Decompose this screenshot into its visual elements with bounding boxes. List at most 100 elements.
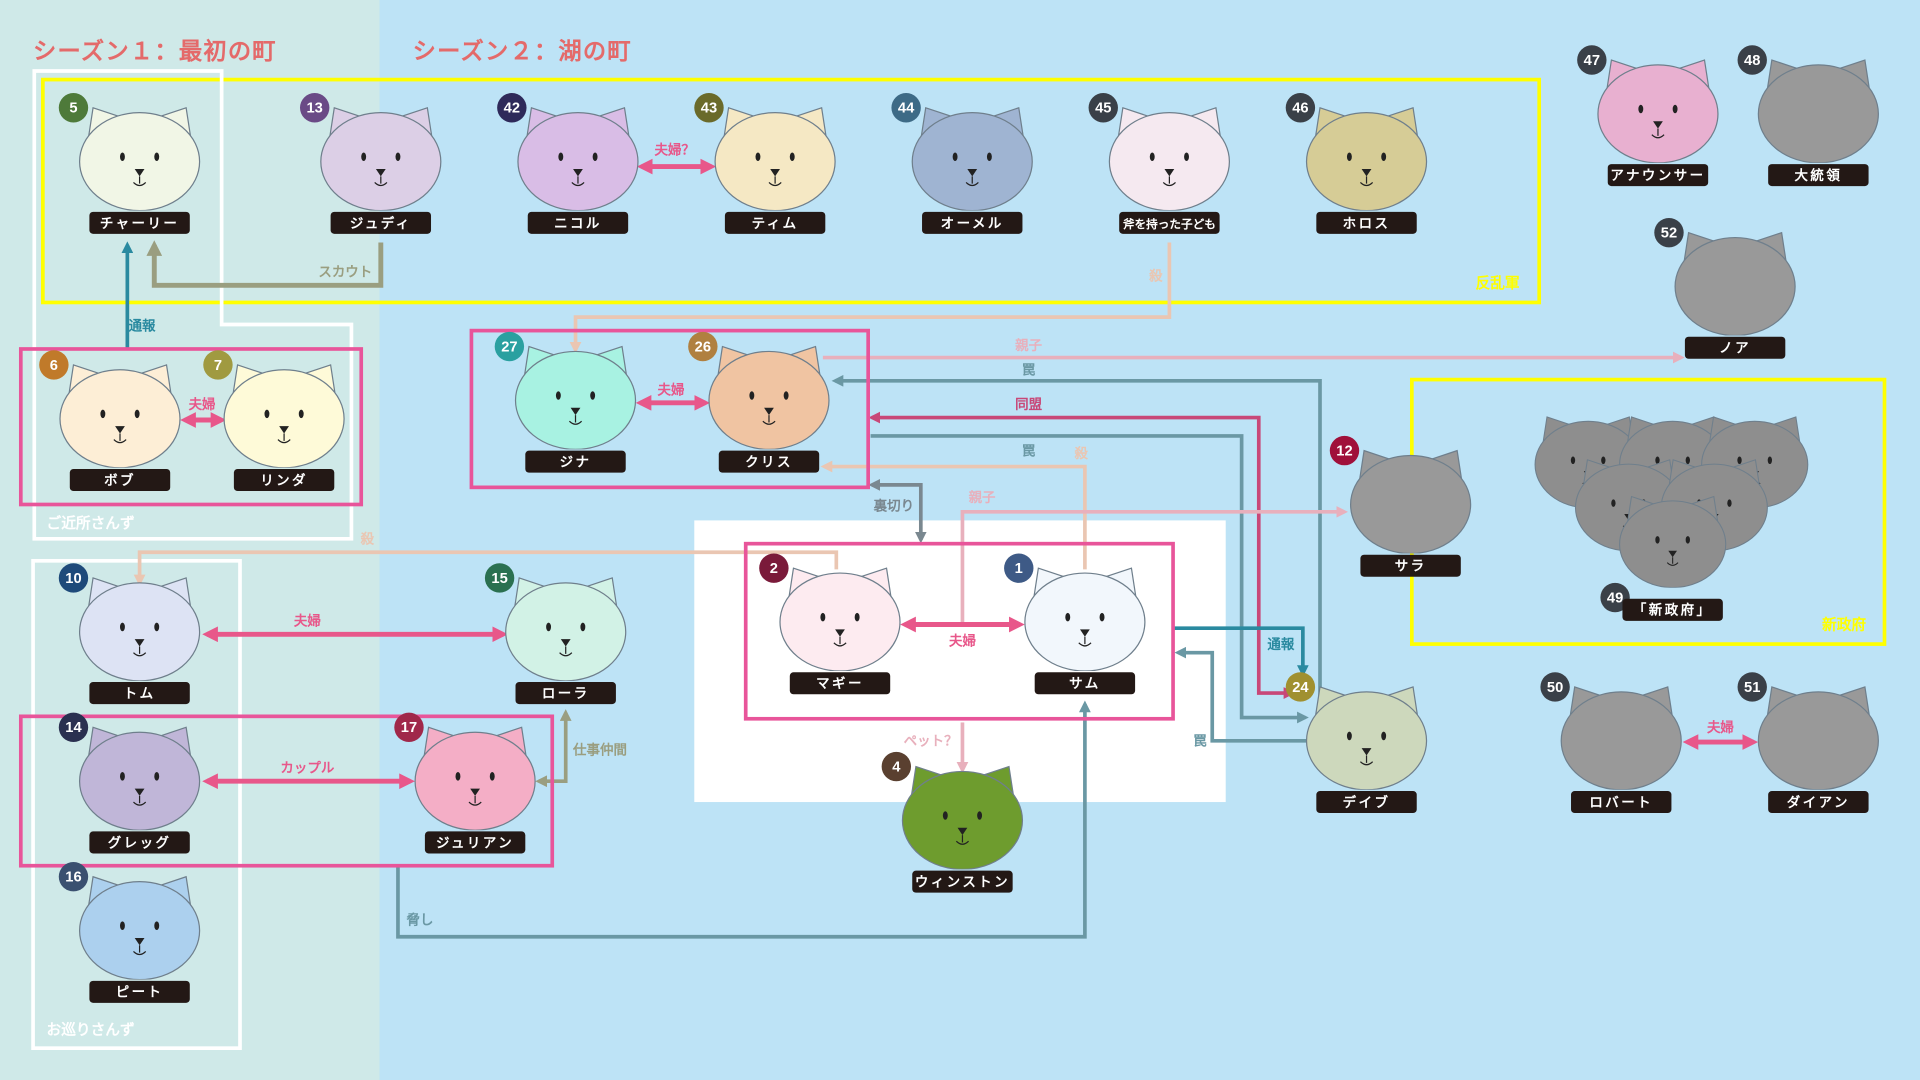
neighbors-label: ご近所さんず — [46, 514, 135, 532]
character-45[interactable]: 45 斧を持った子ども — [1088, 93, 1233, 247]
bob-linda-box — [18, 347, 364, 507]
name-label: 斧を持った子ども — [1119, 211, 1220, 234]
character-2[interactable]: 2 マギー — [759, 553, 903, 708]
relation-label: カップル — [280, 760, 335, 777]
number-badge: 27 — [494, 331, 525, 362]
relation-label: 夫婦 — [657, 382, 685, 398]
name-label: ホロス — [1316, 211, 1417, 234]
cat-face-icon — [1674, 231, 1796, 336]
character-12[interactable]: 12 サラ — [1329, 435, 1474, 590]
name-label: ティム — [724, 211, 826, 234]
relation-arrow — [146, 240, 384, 288]
name-label: ピート — [89, 980, 190, 1003]
cat-face-icon — [78, 106, 201, 211]
number-badge: 12 — [1329, 435, 1360, 466]
name-label: 「新政府」 — [1622, 598, 1723, 621]
greg-julian-box — [18, 714, 555, 868]
number-badge: 24 — [1285, 672, 1316, 702]
number-badge: 1 — [1004, 553, 1034, 583]
name-label: ウィンストン — [912, 870, 1013, 893]
cat-face-icon — [514, 345, 637, 450]
cat-face-icon — [708, 345, 830, 450]
relation-label: 罠 — [1193, 733, 1207, 750]
cat-face-icon — [78, 577, 201, 681]
relation-label: 親子 — [1015, 337, 1043, 354]
cat-face-icon — [1024, 567, 1146, 672]
name-label: チャーリー — [89, 211, 190, 234]
cat-face-icon — [901, 765, 1024, 870]
police-label: お巡りさんず — [46, 1021, 135, 1039]
cat-face-icon — [505, 577, 627, 681]
number-badge: 14 — [58, 712, 89, 743]
number-badge: 7 — [203, 350, 233, 380]
season1-title: シーズン１：最初の町 — [33, 37, 277, 65]
relation-arrow — [535, 709, 572, 788]
relation-label: 罠 — [1021, 443, 1036, 460]
character-14[interactable]: 14 グレッグ — [58, 712, 203, 867]
name-label: ジュリアン — [424, 831, 526, 854]
maggie-sam-box — [743, 541, 1175, 721]
cat-face-icon — [78, 726, 201, 831]
name-label: マギー — [789, 672, 891, 695]
character-4[interactable]: 4 ウィンストン — [881, 751, 1026, 906]
number-badge: 2 — [759, 553, 789, 583]
season2-title: シーズン２：湖の町 — [412, 37, 632, 65]
new-government-label: 新政府 — [1822, 615, 1867, 634]
cat-face-icon — [779, 567, 901, 672]
name-label: ローラ — [515, 682, 616, 705]
relation-label: 夫婦 — [188, 396, 216, 413]
relation-label: 夫婦 — [948, 633, 976, 649]
relation-label: 夫婦 — [293, 613, 321, 630]
relation-arrow — [960, 505, 1349, 625]
number-badge: 26 — [688, 331, 718, 362]
relation-arrow — [868, 479, 927, 544]
cat-face-icon — [59, 364, 181, 468]
name-label: 大統領 — [1768, 164, 1869, 187]
relation-label: 殺 — [1149, 268, 1163, 285]
character-17[interactable]: 17 ジュリアン — [394, 712, 538, 867]
number-badge: 49 — [1600, 582, 1630, 613]
number-badge: 45 — [1088, 93, 1118, 123]
relation-label: 通報 — [1267, 636, 1295, 653]
rebels-box — [41, 77, 1542, 305]
character-24[interactable]: 24 デイブ — [1285, 672, 1430, 827]
number-badge: 4 — [881, 751, 912, 782]
cat-face-icon — [223, 364, 345, 468]
name-label: デイブ — [1316, 791, 1417, 814]
number-badge: 17 — [394, 712, 424, 743]
name-label: オーメル — [922, 211, 1023, 234]
name-label: グレッグ — [89, 831, 190, 854]
cat-face-icon — [1560, 686, 1682, 790]
name-label: サラ — [1360, 554, 1461, 577]
cat-face-icon — [1108, 106, 1230, 211]
relation-arrow — [1174, 646, 1308, 743]
relation-arrow — [1173, 626, 1309, 677]
name-label: ダイアン — [1768, 791, 1869, 814]
relation-label: 通報 — [128, 318, 156, 335]
relation-label: ペット？ — [903, 733, 958, 750]
relation-label: 同盟 — [1015, 396, 1043, 413]
jina-chris-box — [469, 328, 871, 490]
name-label: ジュディ — [330, 211, 432, 234]
